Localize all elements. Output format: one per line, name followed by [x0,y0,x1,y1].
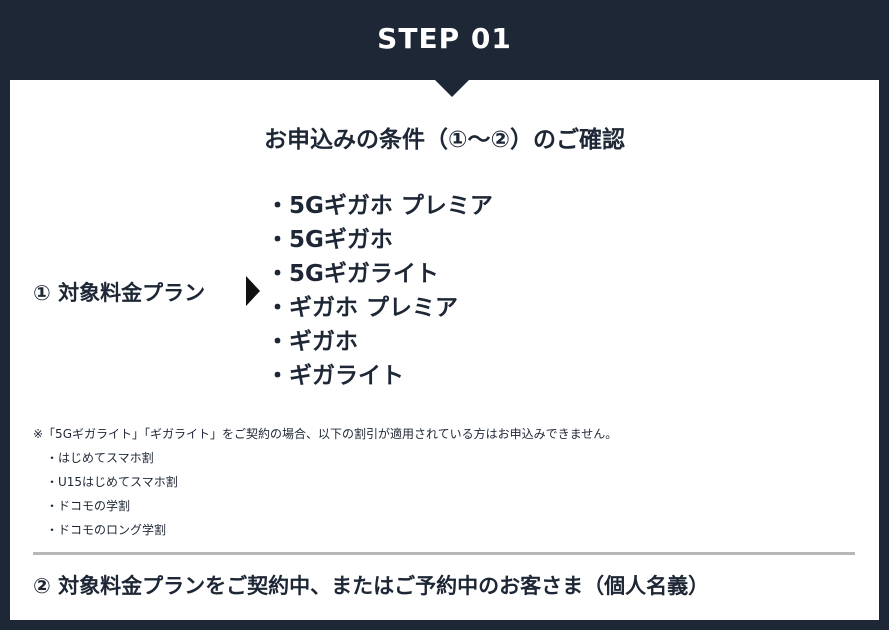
plan-item: ・ギガライト [266,363,404,389]
step-title: STEP 01 [377,21,512,55]
target-plan-label: ① 対象料金プラン [33,281,206,305]
plan-item: ・5Gギガホ [266,227,393,253]
step-header: STEP 01 [0,0,889,80]
plan-item: ・ギガホ [266,329,358,355]
header-pointer-notch [435,80,469,97]
conditions-heading: お申込みの条件（①〜②）のご確認 [264,127,625,153]
discount-note-item: ・ドコモのロング学割 [46,523,167,537]
plan-item: ・5Gギガライト [266,261,439,287]
discount-note-item: ・ドコモの学割 [46,499,131,513]
right-triangle-arrow-icon [246,276,260,306]
plan-item: ・5Gギガホ プレミア [266,193,493,219]
discount-notes: ※「5Gギガライト」「ギガライト」をご契約の場合、以下の割引が適用されている方は… [33,425,617,545]
discount-note-item: ・はじめてスマホ割 [46,451,154,465]
section-divider [33,552,855,555]
target-plan-list: ・5Gギガホ プレミア ・5Gギガホ ・5Gギガライト ・ギガホ プレミア ・ギ… [266,189,493,393]
conditions-panel: お申込みの条件（①〜②）のご確認 ① 対象料金プラン ・5Gギガホ プレミア ・… [10,80,879,620]
discount-note-text: ※「5Gギガライト」「ギガライト」をご契約の場合、以下の割引が適用されている方は… [33,427,618,441]
discount-note-item: ・U15はじめてスマホ割 [46,475,178,489]
plan-item: ・ギガホ プレミア [266,295,459,321]
contract-customer-label: ② 対象料金プランをご契約中、またはご予約中のお客さま（個人名義） [33,574,710,598]
